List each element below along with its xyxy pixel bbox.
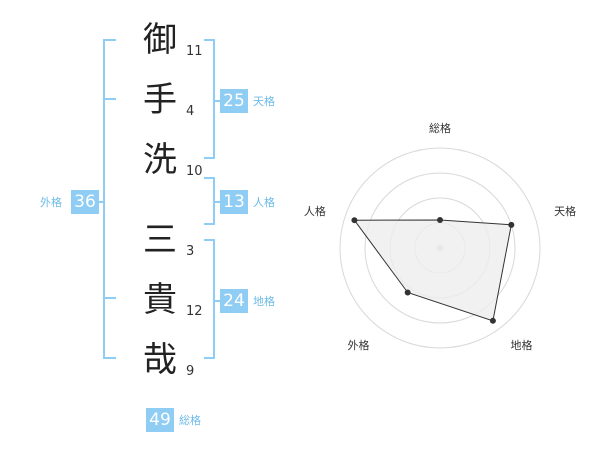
radar-points bbox=[351, 217, 515, 324]
jinkaku-label: 人格 bbox=[253, 196, 275, 209]
chikaku-bracket bbox=[204, 239, 215, 359]
stroke-count-1: 11 bbox=[186, 44, 203, 59]
tenkaku-value-badge: 25 bbox=[220, 89, 248, 113]
stroke-count-2: 4 bbox=[186, 104, 195, 119]
name-char-6: 哉 bbox=[143, 340, 177, 380]
chikaku-label: 地格 bbox=[253, 295, 275, 308]
name-char-5: 貴 bbox=[143, 280, 177, 320]
tenkaku-bracket bbox=[204, 39, 215, 159]
radar-point-4 bbox=[404, 289, 411, 296]
name-char-4: 三 bbox=[143, 220, 177, 260]
radar-axis-label-4: 外格 bbox=[348, 338, 370, 352]
tenkaku-label: 天格 bbox=[253, 95, 275, 108]
radar-point-1 bbox=[437, 217, 443, 223]
radar-axis-label-5: 人格 bbox=[304, 204, 326, 218]
stroke-count-4: 3 bbox=[186, 244, 195, 259]
radar-point-5 bbox=[351, 217, 358, 224]
soukaku-label: 総格 bbox=[179, 414, 201, 427]
jinkaku-value-badge: 13 bbox=[220, 190, 248, 214]
radar-area bbox=[353, 219, 512, 322]
radar-ring-3 bbox=[364, 172, 516, 324]
gaikaku-label: 外格 bbox=[40, 196, 62, 209]
stroke-count-3: 10 bbox=[186, 164, 203, 179]
gaikaku-bracket bbox=[103, 39, 116, 359]
soukaku-value-badge: 49 bbox=[146, 408, 174, 432]
jinkaku-bracket bbox=[204, 177, 215, 225]
radar-axis-label-1: 総格 bbox=[429, 121, 451, 135]
gaikaku-value-badge: 36 bbox=[71, 190, 99, 214]
name-char-3: 洗 bbox=[143, 140, 177, 180]
radar-point-3 bbox=[489, 317, 496, 324]
radar-axis-label-3: 地格 bbox=[511, 338, 533, 352]
name-char-1: 御 bbox=[143, 20, 177, 60]
chikaku-value-badge: 24 bbox=[220, 289, 248, 313]
name-char-2: 手 bbox=[143, 80, 177, 120]
stroke-count-6: 9 bbox=[186, 364, 195, 379]
radar-ring-4 bbox=[339, 147, 541, 349]
radar-axis-label-2: 天格 bbox=[554, 204, 576, 218]
stroke-count-5: 12 bbox=[186, 304, 203, 319]
radar-point-2 bbox=[508, 221, 515, 228]
